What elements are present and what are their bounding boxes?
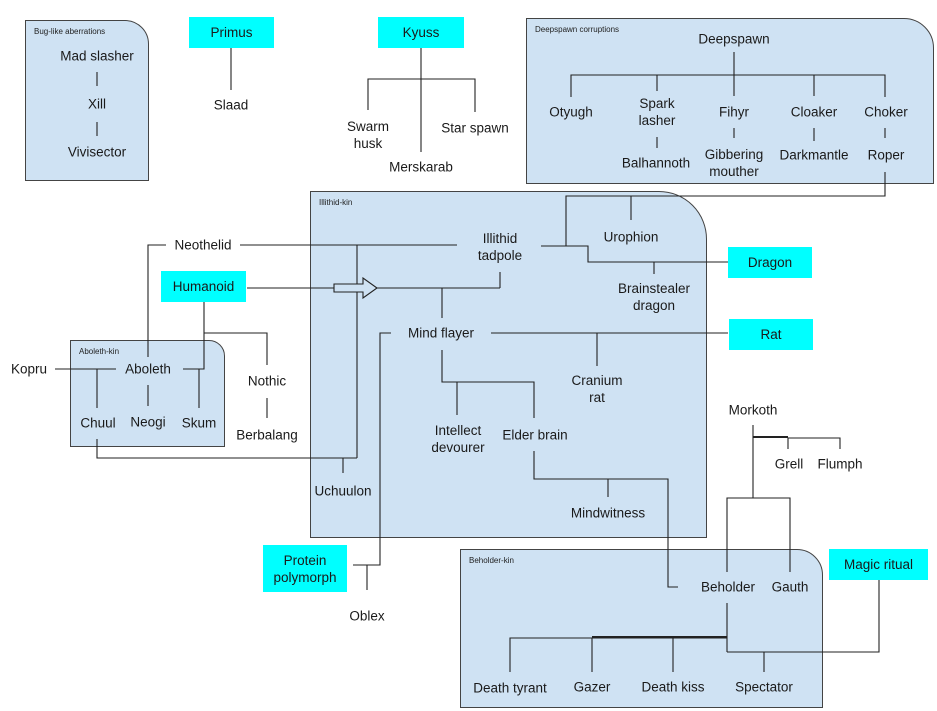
node-darkmantle[interactable]: Darkmantle	[779, 147, 849, 163]
edge	[787, 437, 841, 449]
node-oblex[interactable]: Oblex	[349, 608, 385, 624]
edge	[96, 439, 357, 459]
source-primus[interactable]: Primus	[189, 17, 274, 48]
source-magic-ritual[interactable]: Magic ritual	[829, 549, 928, 580]
edge	[441, 350, 535, 418]
node-fihyr[interactable]: Fihyr	[719, 104, 749, 120]
edge	[491, 332, 598, 366]
node-slaad[interactable]: Slaad	[213, 97, 249, 113]
source-kyuss[interactable]: Kyuss	[378, 17, 464, 48]
node-morkoth[interactable]: Morkoth	[728, 402, 778, 418]
group-label: Aboleth-kin	[79, 347, 120, 356]
node-roper[interactable]: Roper	[867, 147, 905, 163]
node-elder-brain[interactable]: Elder brain	[502, 427, 568, 443]
edge	[726, 497, 791, 572]
source-humanoid[interactable]: Humanoid	[161, 271, 246, 302]
node-skum[interactable]: Skum	[181, 415, 217, 431]
source-dragon[interactable]: Dragon	[728, 247, 812, 278]
node-kopru[interactable]: Kopru	[10, 361, 48, 377]
node-illithid-tadpole[interactable]: Illithid tadpole	[477, 231, 523, 263]
group-label: Illithid-kin	[319, 198, 353, 207]
node-intellect-devourer[interactable]: Intellect devourer	[431, 423, 485, 455]
source-rat[interactable]: Rat	[729, 319, 813, 350]
node-star-spawn[interactable]: Star spawn	[441, 120, 509, 136]
transform-arrow-icon	[333, 277, 378, 299]
edge	[509, 637, 727, 672]
node-gauth[interactable]: Gauth	[771, 579, 809, 595]
node-deepspawn[interactable]: Deepspawn	[698, 31, 770, 47]
source-protein-polymorph[interactable]: Protein polymorph	[263, 545, 347, 592]
edge	[183, 302, 205, 370]
source-label: Kyuss	[402, 25, 440, 40]
source-label: Protein polymorph	[273, 552, 337, 585]
edge	[727, 580, 880, 653]
source-label: Humanoid	[172, 279, 235, 294]
source-label: Primus	[210, 25, 253, 40]
node-spark-lasher[interactable]: Spark lasher	[638, 96, 676, 128]
group-label: Deepspawn corruptions	[535, 25, 620, 34]
source-label: Magic ritual	[843, 557, 914, 572]
node-otyugh[interactable]: Otyugh	[549, 104, 593, 120]
node-uchuulon[interactable]: Uchuulon	[314, 483, 372, 499]
node-balhannoth[interactable]: Balhannoth	[621, 155, 691, 171]
group-illithid-kin: Illithid-kin	[310, 191, 707, 538]
group-beholder-kin: Beholder-kin	[460, 549, 823, 708]
group-label: Beholder-kin	[469, 556, 514, 565]
node-spectator[interactable]: Spectator	[735, 679, 793, 695]
edge	[147, 244, 166, 357]
edge	[353, 332, 391, 566]
edge	[565, 172, 886, 246]
group-bug-like-aberrations: Bug-like aberrations	[25, 20, 149, 181]
node-urophion[interactable]: Urophion	[603, 229, 659, 245]
edge	[204, 332, 268, 365]
group-deepspawn-corruptions: Deepspawn corruptions	[526, 18, 934, 184]
node-gibbering-mouther[interactable]: Gibbering mouther	[704, 147, 764, 179]
node-neogi[interactable]: Neogi	[130, 414, 166, 430]
node-mindwitness[interactable]: Mindwitness	[570, 505, 646, 521]
node-grell[interactable]: Grell	[774, 456, 804, 472]
source-label: Dragon	[747, 255, 793, 270]
node-mind-flayer[interactable]: Mind flayer	[407, 325, 475, 341]
edge	[566, 245, 728, 263]
node-chuul[interactable]: Chuul	[80, 415, 116, 431]
edge	[367, 78, 476, 112]
node-berbalang[interactable]: Berbalang	[236, 427, 298, 443]
node-brainstealer-dragon[interactable]: Brainstealer dragon	[617, 281, 691, 313]
node-merskarab[interactable]: Merskarab	[389, 159, 453, 175]
node-neothelid[interactable]: Neothelid	[174, 237, 232, 253]
node-flumph[interactable]: Flumph	[817, 456, 863, 472]
node-cloaker[interactable]: Cloaker	[790, 104, 838, 120]
source-label: Rat	[760, 327, 782, 342]
group-label: Bug-like aberrations	[34, 27, 106, 36]
node-swarm-husk[interactable]: Swarm husk	[346, 119, 390, 151]
edge	[570, 74, 886, 97]
node-aboleth[interactable]: Aboleth	[125, 361, 171, 377]
node-vivisector[interactable]: Vivisector	[67, 144, 127, 160]
node-cranium-rat[interactable]: Cranium rat	[571, 373, 623, 405]
node-death-kiss[interactable]: Death kiss	[641, 679, 705, 695]
edge	[533, 451, 678, 588]
node-xill[interactable]: Xill	[87, 96, 107, 112]
node-nothic[interactable]: Nothic	[247, 373, 287, 389]
node-choker[interactable]: Choker	[864, 104, 908, 120]
node-beholder[interactable]: Beholder	[700, 579, 756, 595]
node-death-tyrant[interactable]: Death tyrant	[473, 680, 547, 696]
node-gazer[interactable]: Gazer	[573, 679, 611, 695]
node-mad-slasher[interactable]: Mad slasher	[60, 48, 134, 64]
